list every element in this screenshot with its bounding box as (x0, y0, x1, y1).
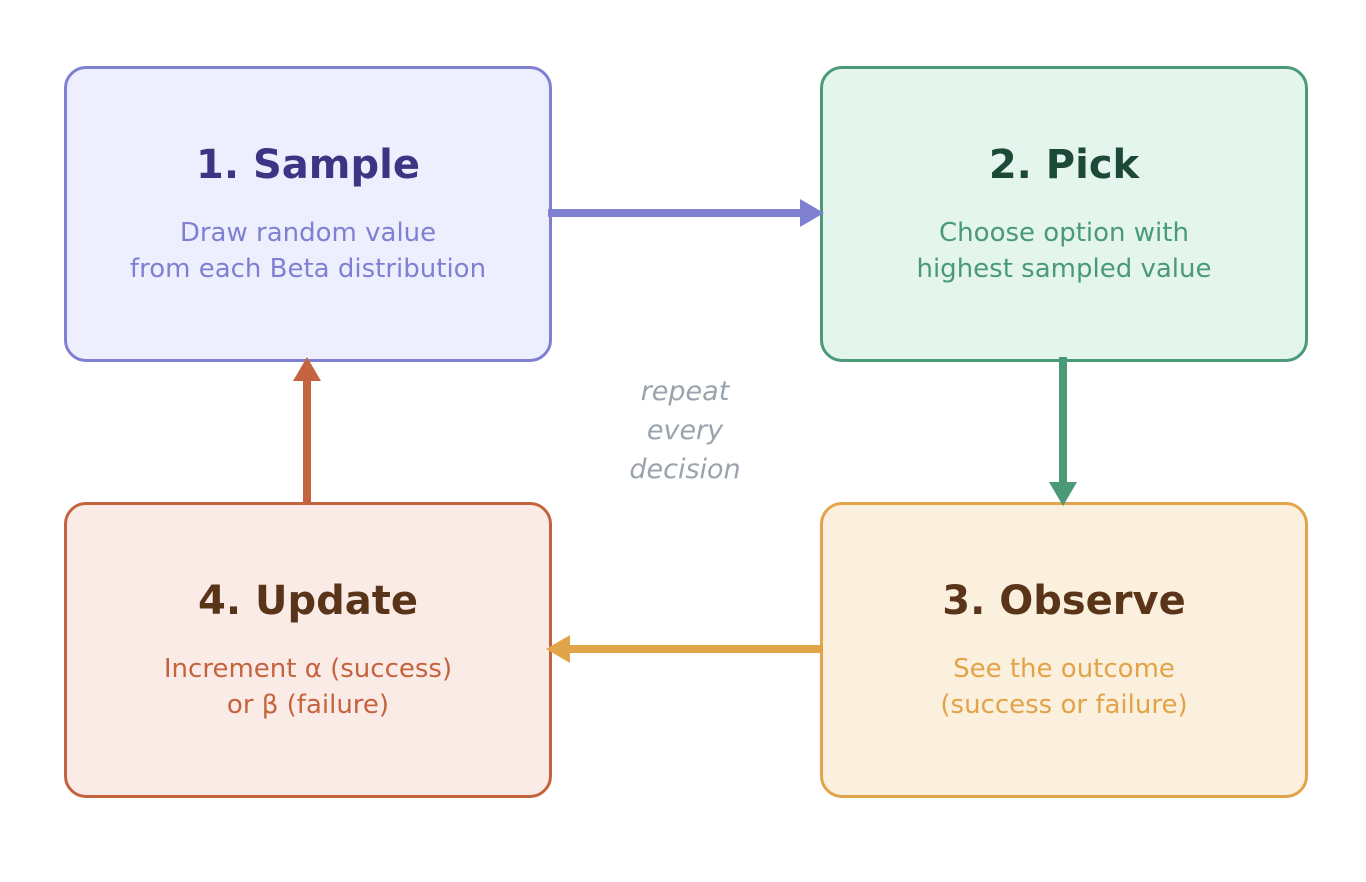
step-observe-desc-line-1: See the outcome (953, 654, 1175, 684)
step-sample-title: 1. Sample (196, 142, 420, 188)
step-pick-desc-line-1: Choose option with (939, 218, 1189, 248)
arrow-observe-to-update (546, 635, 823, 663)
step-pick-title: 2. Pick (988, 142, 1140, 188)
step-pick-desc-line-2: highest sampled value (916, 254, 1212, 284)
step-update-title: 4. Update (198, 578, 418, 624)
step-sample-box: 1. Sample Draw random value from each Be… (64, 66, 552, 362)
step-update-box: 4. Update Increment α (success) or β (fa… (64, 502, 552, 798)
step-update-desc-line-2: or β (failure) (226, 690, 390, 720)
arrow-pick-to-observe (1049, 357, 1077, 506)
arrow-update-to-sample (293, 357, 321, 505)
cycle-note-line-3: decision (629, 454, 741, 485)
step-observe-box: 3. Observe See the outcome (success or f… (820, 502, 1308, 798)
step-sample-desc-line-2: from each Beta distribution (129, 254, 487, 284)
step-observe-title: 3. Observe (942, 578, 1186, 624)
cycle-note-line-2: every (646, 415, 724, 446)
step-pick-box: 2. Pick Choose option with highest sampl… (820, 66, 1308, 362)
step-sample-description: Draw random value from each Beta distrib… (130, 215, 486, 287)
step-update-desc-line-1: Increment α (success) (163, 654, 453, 684)
step-update-description: Increment α (success) or β (failure) (164, 651, 452, 723)
arrow-sample-to-pick (548, 199, 824, 227)
step-pick-description: Choose option with highest sampled value (916, 215, 1211, 287)
step-observe-description: See the outcome (success or failure) (940, 651, 1187, 723)
step-sample-desc-line-1: Draw random value (179, 218, 437, 248)
cycle-note-line-1: repeat (640, 376, 730, 407)
cycle-note: repeat every decision (585, 372, 785, 489)
step-observe-desc-line-2: (success or failure) (940, 690, 1188, 720)
